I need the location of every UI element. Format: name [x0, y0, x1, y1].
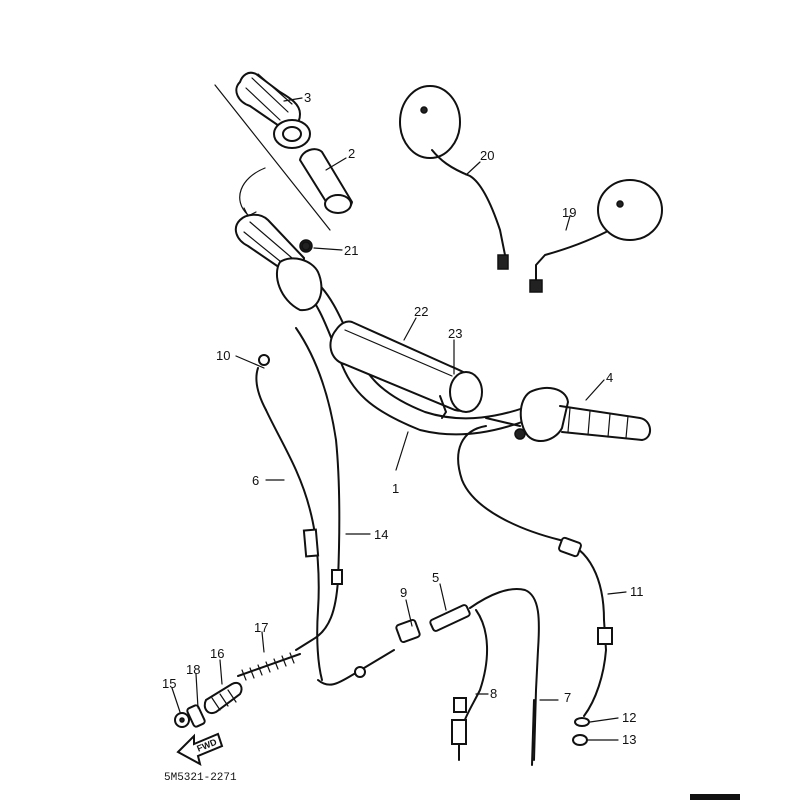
part-8-cable	[451, 609, 488, 761]
part-21-bolt	[301, 241, 311, 251]
part-9-joint	[317, 618, 421, 686]
callout-10: 10	[216, 348, 230, 363]
part-14-cable	[295, 327, 343, 651]
callout-9: 9	[400, 585, 407, 600]
fwd-direction-arrow: FWD	[176, 732, 224, 766]
callout-7: 7	[564, 690, 571, 705]
explode-arrow	[239, 167, 266, 216]
part-20-mirror-left	[399, 85, 509, 270]
callout-1: 1	[392, 481, 399, 496]
leader-lines	[171, 97, 627, 741]
part-22-handlebar-pad	[329, 320, 483, 413]
part-17-spring	[237, 652, 301, 681]
callout-12: 12	[622, 710, 636, 725]
callout-14: 14	[374, 527, 388, 542]
part-5-cable-housing	[429, 588, 540, 761]
callout-labels: 3 2 20 19 21 22 23 10 4 1 6 14 5 9 11 17…	[162, 90, 644, 747]
part-4-throttle-grip	[485, 386, 651, 443]
callout-21: 21	[344, 243, 358, 258]
callout-16: 16	[210, 646, 224, 661]
part-15-nut	[174, 712, 190, 728]
callout-2: 2	[348, 146, 355, 161]
part-10-and-6-cable	[255, 354, 323, 681]
part-7-cable	[531, 699, 535, 766]
corner-bar	[690, 794, 740, 800]
part-2-collar	[298, 148, 354, 214]
callout-13: 13	[622, 732, 636, 747]
callout-18: 18	[186, 662, 200, 677]
callout-20: 20	[480, 148, 494, 163]
part-23-pad-end	[439, 395, 447, 419]
callout-4: 4	[606, 370, 613, 385]
part-16-adjuster	[203, 682, 243, 714]
callout-15: 15	[162, 676, 176, 691]
callout-22: 22	[414, 304, 428, 319]
part-11-cable	[457, 425, 613, 717]
diagram-code: 5M5321-2271	[164, 772, 237, 784]
callout-11: 11	[630, 584, 644, 599]
explode-guide-line	[214, 84, 331, 231]
callout-3: 3	[304, 90, 311, 105]
callout-8: 8	[490, 686, 497, 701]
part-13-cap	[572, 734, 588, 746]
part-18-bolt	[186, 704, 206, 728]
callout-19: 19	[562, 205, 576, 220]
callout-5: 5	[432, 570, 439, 585]
callout-17: 17	[254, 620, 268, 635]
part-12-washer	[574, 717, 590, 727]
callout-23: 23	[448, 326, 462, 341]
callout-6: 6	[252, 473, 259, 488]
part-1-handlebar	[234, 213, 541, 436]
part-19-mirror-right	[529, 179, 663, 293]
part-3-grip	[235, 71, 311, 149]
